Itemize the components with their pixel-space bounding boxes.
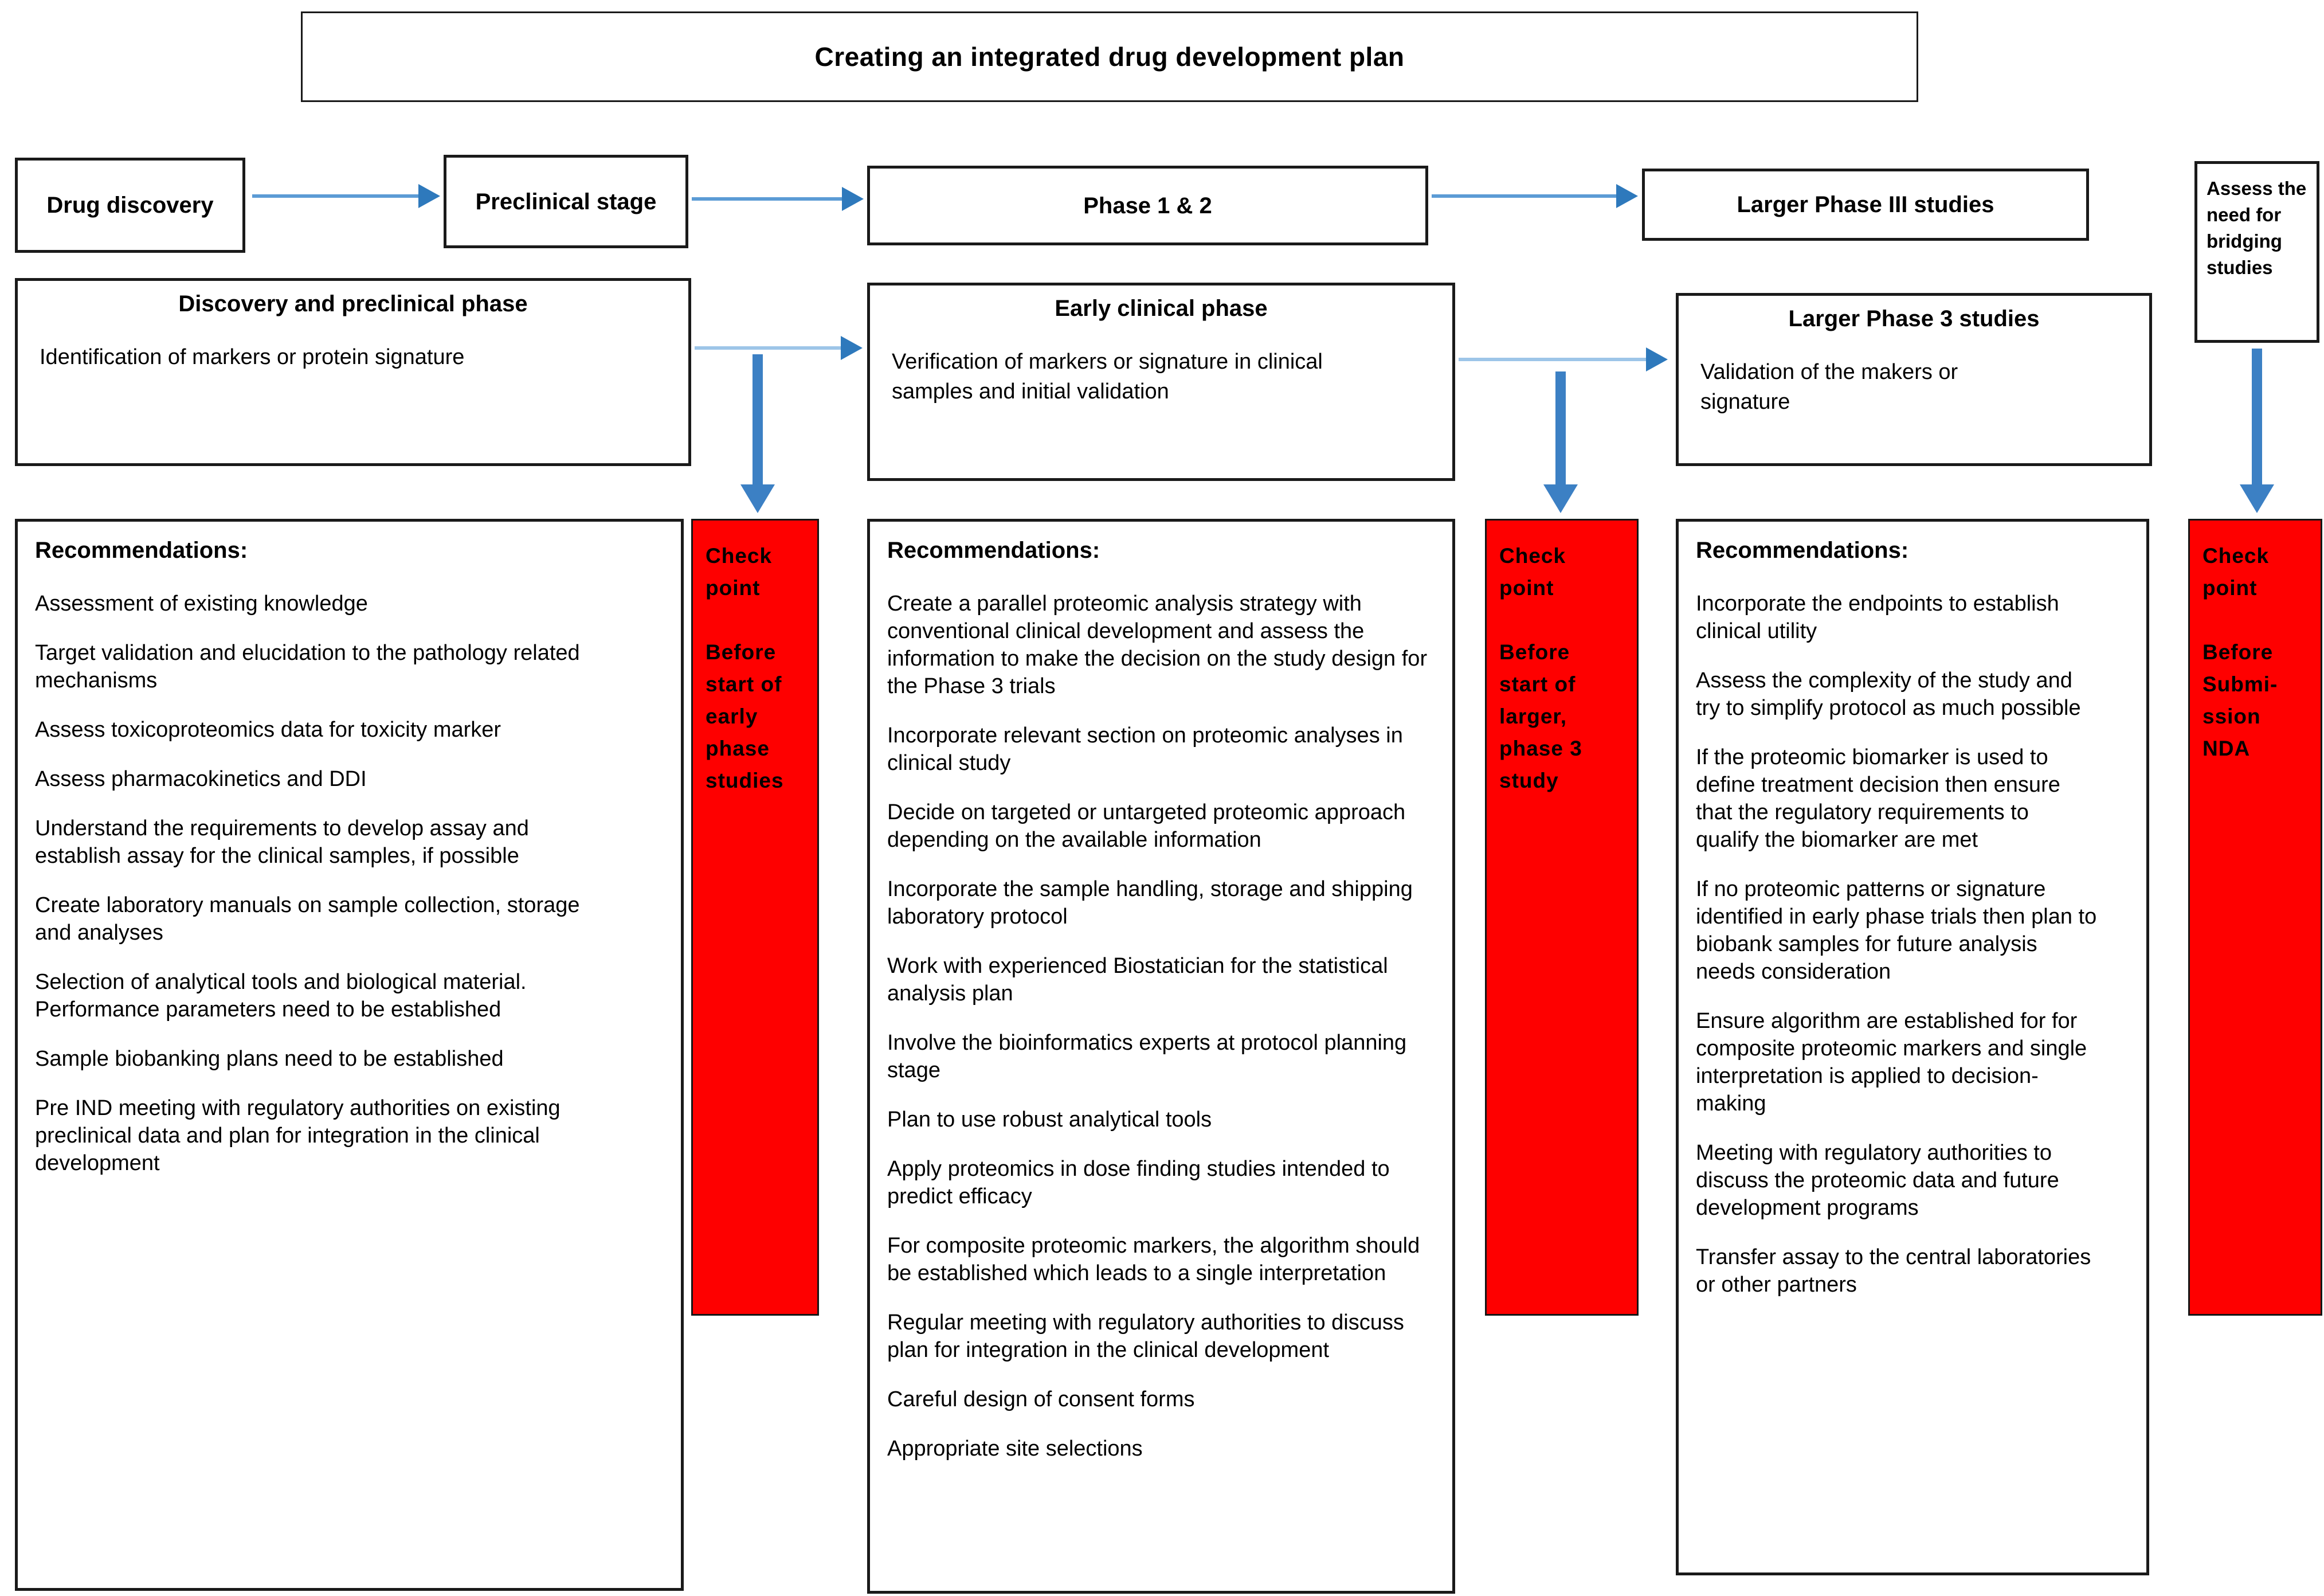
recommendations-heading: Recommendations: [887,538,1100,563]
recommendation-item: Ensure algorithm are established for for… [1696,1009,2087,1116]
stage-bridging-studies: Assess the need for bridging studies [2194,161,2319,343]
recommendations-list: Create a parallel proteomic analysis str… [887,590,1432,1462]
arrow-right-icon [695,335,863,361]
recommendation-item: Apply proteomics in dose finding studies… [887,1157,1390,1208]
stage-label: Drug discovery [46,193,214,218]
recommendation-item: Assessment of existing knowledge [35,592,368,616]
phase-heading: Larger Phase 3 studies [1788,306,2040,331]
recommendation-item: Incorporate relevant section on proteomi… [887,723,1403,775]
stage-preclinical: Preclinical stage [444,155,688,248]
arrow-right-icon [1459,347,1668,372]
recommendations-heading: Recommendations: [1696,538,1909,563]
recommendation-item: Plan to use robust analytical tools [887,1108,1212,1132]
recommendation-item: Incorporate the sample handling, storage… [887,877,1413,929]
checkpoint-body: Before start of larger, phase 3 study [1499,640,1582,792]
recommendation-item: Meeting with regulatory authorities to d… [1696,1141,2059,1220]
stage-label: Phase 1 & 2 [1083,193,1212,218]
phase-discovery-preclinical: Discovery and preclinical phase Identifi… [15,278,691,466]
recommendation-item: Transfer assay to the central laboratori… [1696,1245,2091,1297]
recommendation-item: Assess toxicoproteomics data for toxicit… [35,718,501,742]
recommendation-item: Pre IND meeting with regulatory authorit… [35,1096,561,1175]
checkpoint-nda-submission: Check point Before Submi-ssion NDA [2188,519,2322,1316]
checkpoint-phase-3: Check point Before start of larger, phas… [1485,519,1639,1316]
recommendations-heading: Recommendations: [35,538,248,563]
stage-larger-phase-3: Larger Phase III studies [1642,169,2089,241]
recommendation-item: Incorporate the endpoints to establish c… [1696,592,2059,643]
recommendation-item: Create a parallel proteomic analysis str… [887,592,1428,698]
checkpoint-early-phase: Check point Before start of early phase … [691,519,819,1316]
stage-phase-1-2: Phase 1 & 2 [867,166,1428,245]
recommendation-item: If no proteomic patterns or signature id… [1696,877,2097,984]
recommendation-item: Create laboratory manuals on sample coll… [35,893,580,945]
recommendation-item: Careful design of consent forms [887,1387,1195,1411]
recommendation-item: Assess pharmacokinetics and DDI [35,767,367,791]
phase-body: Identification of markers or protein sig… [40,345,465,369]
recommendation-item: Understand the requirements to develop a… [35,816,529,868]
diagram-title-box: Creating an integrated drug development … [301,11,1918,102]
stage-label: Preclinical stage [475,189,657,214]
checkpoint-body: Before start of early phase studies [706,640,784,792]
phase-early-clinical: Early clinical phase Verification of mar… [867,283,1455,481]
recommendations-discovery-box: Recommendations: Assessment of existing … [15,519,684,1591]
recommendation-item: Selection of analytical tools and biolog… [35,970,527,1022]
recommendations-phase-3-box: Recommendations: Incorporate the endpoin… [1676,519,2149,1575]
phase-body: Validation of the makers or signature [1700,360,1958,414]
arrow-down-icon [1543,371,1578,513]
phase-larger-phase-3: Larger Phase 3 studies Validation of the… [1676,293,2152,466]
recommendation-item: If the proteomic biomarker is used to de… [1696,745,2060,852]
phase-heading: Discovery and preclinical phase [178,291,528,316]
phase-body: Verification of markers or signature in … [892,350,1323,404]
recommendation-item: Decide on targeted or untargeted proteom… [887,800,1406,852]
recommendation-item: Target validation and elucidation to the… [35,641,580,693]
recommendation-item: Appropriate site selections [887,1437,1143,1461]
recommendation-item: For composite proteomic markers, the alg… [887,1234,1420,1285]
arrow-down-icon [740,354,775,513]
arrow-right-icon [1432,183,1638,209]
recommendation-item: Regular meeting with regulatory authorit… [887,1311,1404,1362]
stage-label: Larger Phase III studies [1737,192,1994,217]
arrow-down-icon [2240,349,2274,513]
checkpoint-title: Check point [2202,544,2270,600]
diagram-title: Creating an integrated drug development … [814,42,1405,72]
recommendation-item: Sample biobanking plans need to be estab… [35,1047,504,1071]
stage-drug-discovery: Drug discovery [15,158,245,253]
checkpoint-title: Check point [1499,544,1566,600]
phase-heading: Early clinical phase [1055,296,1268,321]
recommendation-item: Assess the complexity of the study and t… [1696,668,2081,720]
checkpoint-body: Before Submi-ssion NDA [2202,640,2278,760]
stage-label: Assess the need for bridging studies [2207,178,2307,278]
arrow-right-icon [692,186,864,212]
arrow-right-icon [252,183,440,209]
recommendation-item: Involve the bioinformatics experts at pr… [887,1031,1407,1082]
checkpoint-title: Check point [706,544,773,600]
recommendations-list: Incorporate the endpoints to establish c… [1696,590,2097,1298]
recommendations-early-clinical-box: Recommendations: Create a parallel prote… [867,519,1455,1594]
recommendation-item: Work with experienced Biostatician for t… [887,954,1388,1006]
